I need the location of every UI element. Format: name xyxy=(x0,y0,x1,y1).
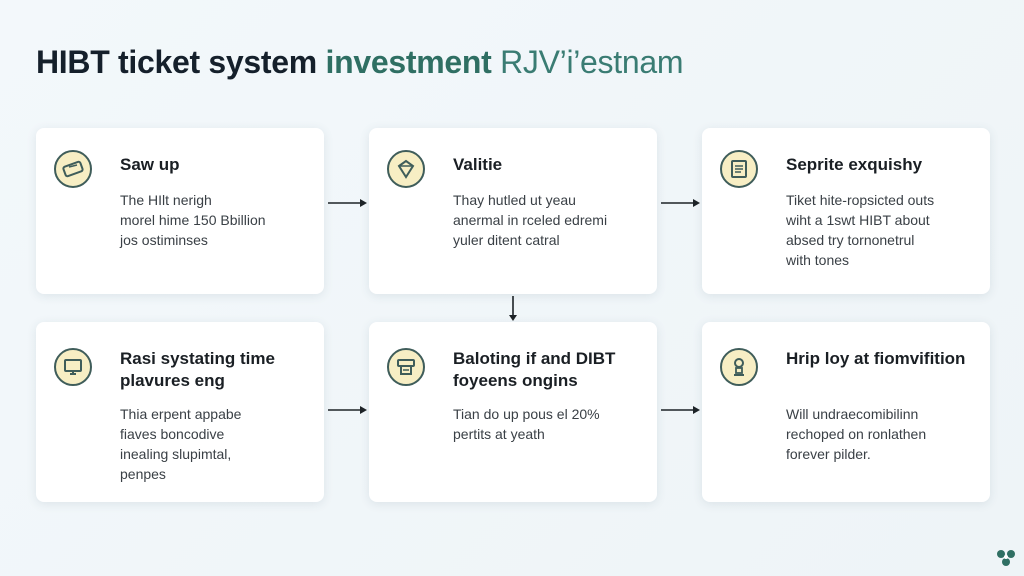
step-card-4: Rasi systating time plavures eng Thia er… xyxy=(36,322,324,502)
award-icon xyxy=(720,348,758,386)
step-title: Valitie xyxy=(453,155,503,174)
arrow-right-4-5 xyxy=(328,406,367,414)
title-part-2: investment xyxy=(325,44,492,80)
step-title: Baloting if and DIBT foyeens ongins xyxy=(453,349,616,390)
step-title: Hrip loy at fiomvifition xyxy=(786,349,966,368)
brand-logo-icon xyxy=(997,550,1015,566)
step-title: Seprite exquishy xyxy=(786,155,923,174)
step-description: Thay hutled ut yeau anermal in rceled ed… xyxy=(453,192,608,248)
ticket-icon xyxy=(54,150,92,188)
step-card-6: Hrip loy at fiomvifition Will undraecomi… xyxy=(702,322,990,502)
title-part-3: RJV’i’estnam xyxy=(500,44,684,80)
document-icon xyxy=(720,150,758,188)
step-description: The HIlt nerigh morel hime 150 Bbillion … xyxy=(120,192,266,248)
step-description: Thia erpent appabe fiaves boncodive inea… xyxy=(120,406,242,482)
arrow-down-2-5 xyxy=(509,296,517,321)
step-title: Rasi systating time plavures eng xyxy=(120,349,275,390)
step-card-5: Baloting if and DIBT foyeens ongins Tian… xyxy=(369,322,657,502)
step-card-2: Valitie Thay hutled ut yeau anermal in r… xyxy=(369,128,657,294)
arrow-right-5-6 xyxy=(661,406,700,414)
ticket-machine-icon xyxy=(387,348,425,386)
step-description: Tian do up pous el 20% pertits at yeath xyxy=(453,406,600,442)
page-title: HIBT ticket system investment RJV’i’estn… xyxy=(36,44,684,81)
diamond-icon xyxy=(387,150,425,188)
step-title: Saw up xyxy=(120,155,180,174)
step-card-3: Seprite exquishy Tiket hite-ropsicted ou… xyxy=(702,128,990,294)
arrow-right-2-3 xyxy=(661,199,700,207)
monitor-icon xyxy=(54,348,92,386)
step-description: Will undraecomibilinn rechoped on ronlat… xyxy=(786,406,927,462)
step-card-1: Saw up The HIlt nerigh morel hime 150 Bb… xyxy=(36,128,324,294)
arrow-right-1-2 xyxy=(328,199,367,207)
step-description: Tiket hite-ropsicted outs wiht a 1swt HI… xyxy=(786,192,935,268)
title-part-1: HIBT ticket system xyxy=(36,44,317,80)
